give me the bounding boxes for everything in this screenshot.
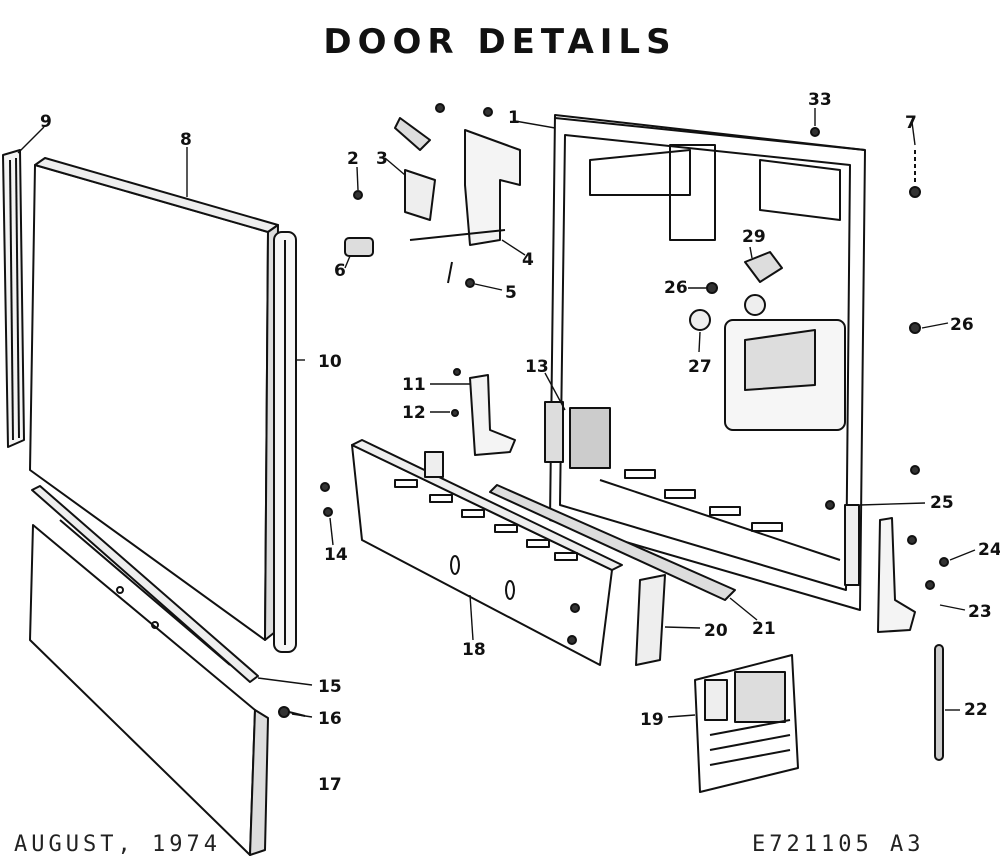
callout-1: 1 [508, 108, 520, 128]
part-19-booklet [694, 654, 799, 793]
part-17-access-panel [29, 524, 269, 856]
callout-9: 9 [40, 112, 52, 132]
callout-19: 19 [640, 710, 664, 730]
callout-27: 27 [688, 357, 712, 377]
callout-14: 14 [324, 545, 348, 565]
part-1-inner-door [549, 114, 866, 611]
part-21-rail [489, 484, 736, 601]
callout-15: 15 [318, 677, 342, 697]
callout-12: 12 [402, 403, 426, 423]
callout-26-right: 26 [950, 315, 974, 335]
callout-17: 17 [318, 775, 342, 795]
callout-16: 16 [318, 709, 342, 729]
callout-23: 23 [968, 602, 992, 622]
latch-assembly [344, 103, 521, 288]
callout-6: 6 [334, 261, 346, 281]
callout-5: 5 [505, 283, 517, 303]
part-15-trim-strip [31, 485, 259, 683]
callout-26-center: 26 [664, 278, 688, 298]
callout-11: 11 [402, 375, 426, 395]
part-10-edge-trim [273, 231, 297, 653]
callout-8: 8 [180, 130, 192, 150]
callout-21: 21 [752, 619, 776, 639]
callout-2: 2 [347, 149, 359, 169]
callout-24: 24 [978, 540, 1000, 560]
part-18-control-panel [351, 439, 623, 666]
drawing-number: E721105 A3 [752, 832, 925, 857]
hinge-bracket-assembly [451, 368, 611, 469]
leader-lines [17, 108, 976, 718]
callout-10: 10 [318, 352, 342, 372]
callout-3: 3 [376, 149, 388, 169]
callout-20: 20 [704, 621, 728, 641]
callout-22: 22 [964, 700, 988, 720]
callout-25: 25 [930, 493, 954, 513]
revision-date: AUGUST, 1974 [14, 832, 221, 857]
right-side-hardware [825, 465, 949, 761]
part-9-side-trim [2, 149, 25, 448]
callout-13: 13 [525, 357, 549, 377]
callout-33: 33 [808, 90, 832, 110]
diagram-title: DOOR DETAILS [323, 22, 677, 62]
callout-7: 7 [905, 113, 917, 133]
callout-29: 29 [742, 227, 766, 247]
callout-4: 4 [522, 250, 534, 270]
part-20-bracket [635, 574, 666, 666]
small-hardware [320, 127, 921, 645]
callout-18: 18 [462, 640, 486, 660]
callout-labels: 9 8 10 15 16 17 1 2 3 4 5 6 7 33 26 29 2… [40, 90, 1000, 795]
